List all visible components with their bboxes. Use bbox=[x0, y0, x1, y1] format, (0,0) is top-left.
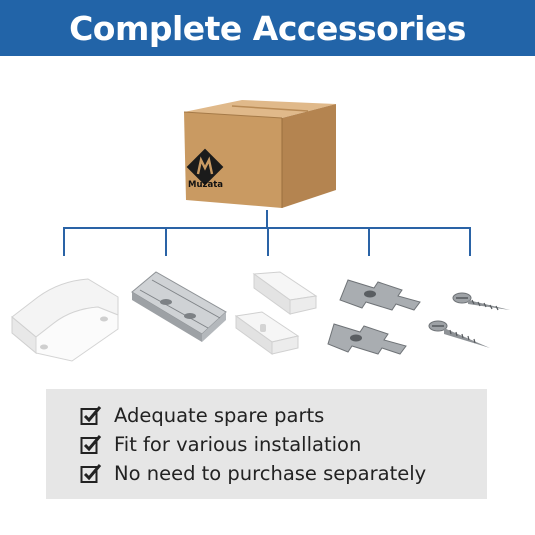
feature-item: No need to purchase separately bbox=[80, 459, 487, 488]
checkbox-checked-icon bbox=[80, 463, 102, 483]
screw-icon bbox=[424, 288, 514, 352]
checkbox-checked-icon bbox=[80, 434, 102, 454]
feature-text: Adequate spare parts bbox=[114, 404, 325, 427]
feature-item: Adequate spare parts bbox=[80, 401, 487, 430]
brand-label: Muzata bbox=[188, 180, 223, 190]
features-panel: Adequate spare parts Fit for various ins… bbox=[46, 389, 487, 499]
corner-connector-icon bbox=[8, 275, 124, 365]
end-cap-icon bbox=[232, 270, 318, 356]
feature-text: No need to purchase separately bbox=[114, 462, 427, 485]
feature-text: Fit for various installation bbox=[114, 433, 362, 456]
feature-item: Fit for various installation bbox=[80, 430, 487, 459]
header-banner: Complete Accessories bbox=[0, 0, 535, 56]
page-title: Complete Accessories bbox=[69, 8, 466, 48]
metal-clip-icon bbox=[326, 274, 422, 370]
checkbox-checked-icon bbox=[80, 405, 102, 425]
box-icon: Muzata bbox=[182, 92, 338, 210]
mounting-clip-channel-icon bbox=[128, 268, 228, 350]
